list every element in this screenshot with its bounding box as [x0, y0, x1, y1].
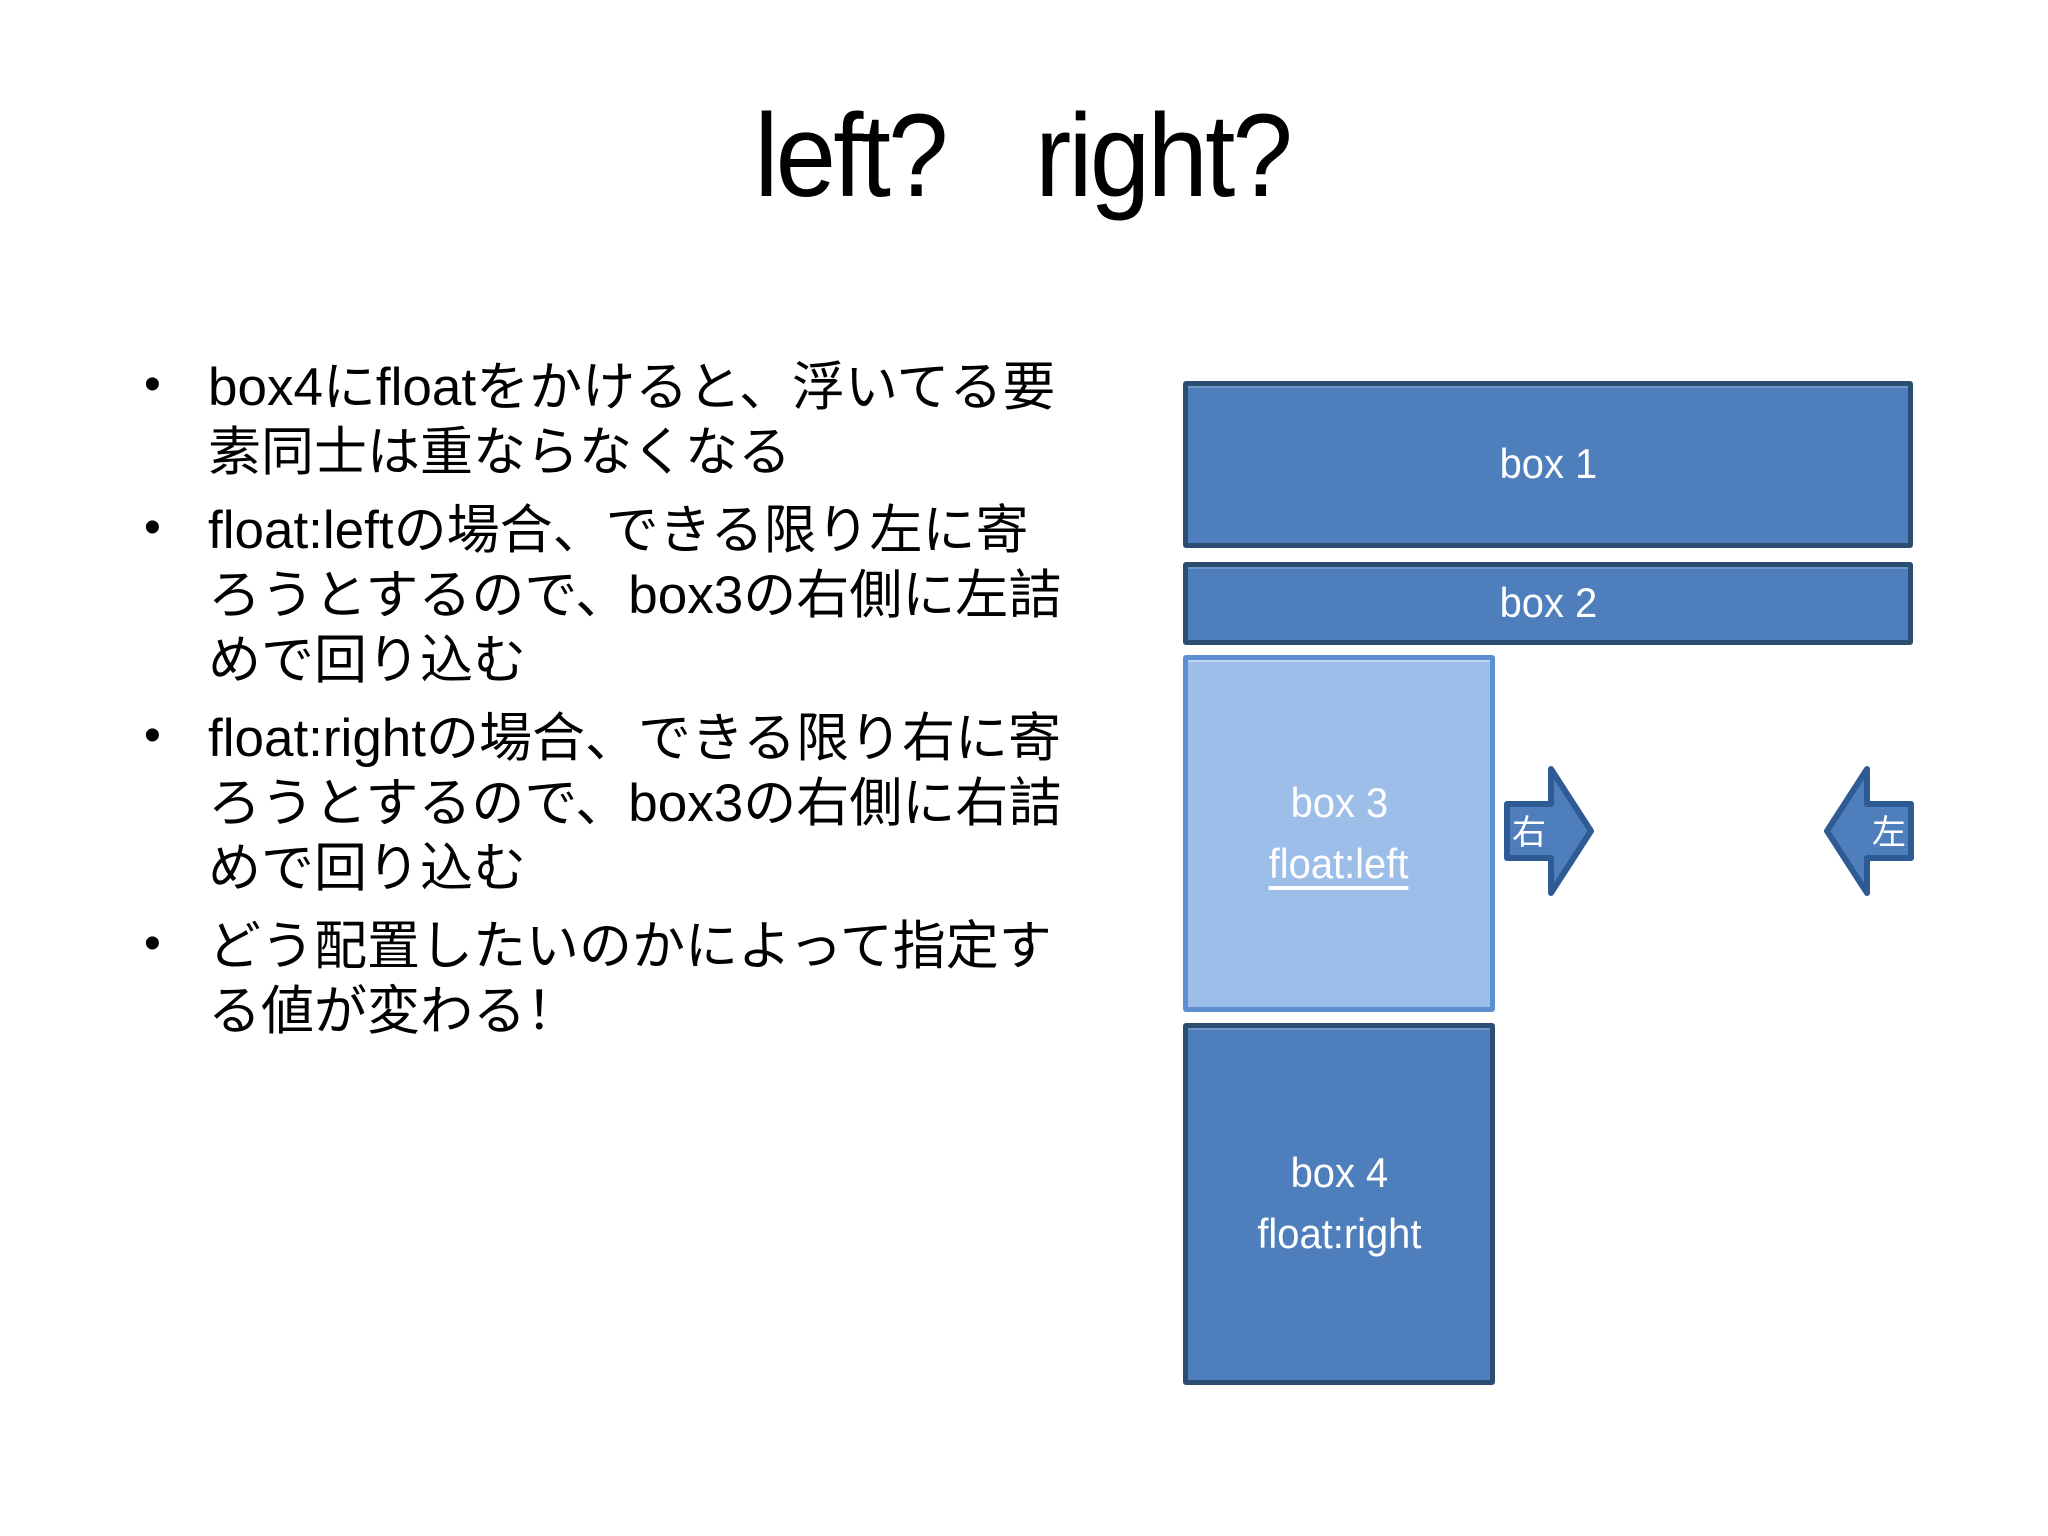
- diagram-box4-float-right: box 4 float:right: [1183, 1023, 1495, 1385]
- bullet-item: float:leftの場合、できる限り左に寄ろうとするので、box3の右側に左詰…: [140, 499, 1070, 693]
- box4-float-right-label: float:right: [1256, 1210, 1422, 1257]
- bullet-item: box4にfloatをかけると、浮いてる要素同士は重ならなくなる: [140, 356, 1070, 485]
- box3-label: box 3: [1290, 778, 1388, 826]
- arrow-right-icon: 右: [1504, 766, 1594, 896]
- diagram-box3-float-left: box 3 float:left: [1183, 655, 1495, 1012]
- title-word-left: left?: [754, 90, 949, 222]
- bullet-list: box4にfloatをかけると、浮いてる要素同士は重ならなくなる float:l…: [140, 356, 1070, 1059]
- diagram-box2: box 2: [1183, 562, 1913, 645]
- box1-label: box 1: [1499, 440, 1597, 488]
- box3-float-left-label: float:left: [1269, 839, 1409, 887]
- diagram-box1: box 1: [1183, 381, 1913, 548]
- arrow-left-label: 左: [1872, 814, 1906, 852]
- slide-title: left? right?: [0, 88, 2048, 248]
- arrow-right-label: 右: [1512, 814, 1546, 852]
- arrow-left-icon: 左: [1824, 766, 1914, 896]
- bullet-item: どう配置したいのかによって指定する値が変わる！: [140, 915, 1070, 1044]
- box2-label: box 2: [1499, 579, 1597, 627]
- title-word-right: right?: [1035, 90, 1294, 222]
- box4-label: box 4: [1290, 1149, 1388, 1197]
- bullet-item: float:rightの場合、できる限り右に寄ろうとするので、box3の右側に右…: [140, 707, 1070, 901]
